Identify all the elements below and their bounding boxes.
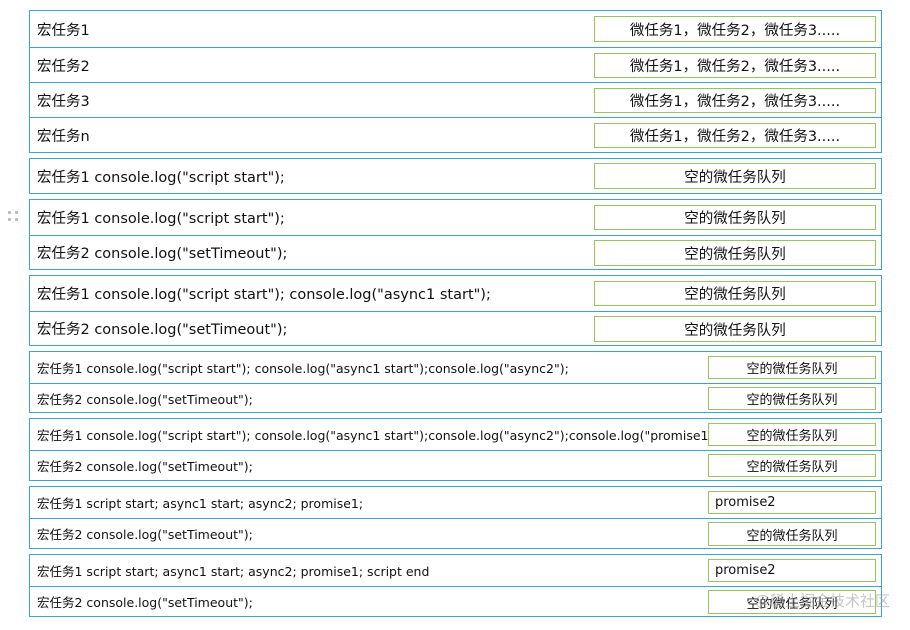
macro-task-label: 宏任务n <box>37 128 90 145</box>
macro-task-label: 宏任务1 script start; async1 start; async2;… <box>37 564 430 579</box>
watermark: @稀土掘金技术社区 <box>754 592 890 610</box>
micro-task-queue: 微任务1，微任务2，微任务3..... <box>594 16 876 42</box>
macro-task-label: 宏任务1 script start; async1 start; async2;… <box>37 496 364 511</box>
macro-task-row: 宏任务2 console.log("setTimeout"); 空的微任务队列 <box>30 586 881 616</box>
task-block-7: 宏任务1 script start; async1 start; async2;… <box>29 486 882 549</box>
micro-task-queue: 微任务1，微任务2，微任务3..... <box>594 53 876 78</box>
micro-task-queue: promise2 <box>708 559 876 582</box>
task-block-3: 宏任务1 console.log("script start"); 空的微任务队… <box>29 199 882 270</box>
macro-task-row: 宏任务1 script start; async1 start; async2;… <box>30 487 881 518</box>
task-block-6: 宏任务1 console.log("script start"); consol… <box>29 418 882 481</box>
micro-task-queue: 空的微任务队列 <box>594 240 876 266</box>
macro-task-row: 宏任务1 console.log("script start"); consol… <box>30 419 881 450</box>
macro-task-row: 宏任务1 微任务1，微任务2，微任务3..... <box>30 11 881 47</box>
macro-task-label: 宏任务1 console.log("script start"); <box>37 169 285 186</box>
micro-task-queue: 微任务1，微任务2，微任务3..... <box>594 123 876 148</box>
macro-task-row: 宏任务2 console.log("setTimeout"); 空的微任务队列 <box>30 235 881 269</box>
macro-task-row: 宏任务3 微任务1，微任务2，微任务3..... <box>30 82 881 117</box>
macro-task-row: 宏任务1 console.log("script start"); consol… <box>30 276 881 311</box>
macro-task-row: 宏任务2 console.log("setTimeout"); 空的微任务队列 <box>30 450 881 480</box>
macro-task-label: 宏任务3 <box>37 93 90 110</box>
macro-task-label: 宏任务2 console.log("setTimeout"); <box>37 246 288 262</box>
macro-task-row: 宏任务2 console.log("setTimeout"); 空的微任务队列 <box>30 311 881 345</box>
task-block-4: 宏任务1 console.log("script start"); consol… <box>29 275 882 346</box>
macro-task-label: 宏任务2 console.log("setTimeout"); <box>37 527 253 542</box>
macro-task-row: 宏任务1 console.log("script start"); consol… <box>30 352 881 383</box>
macro-task-label: 宏任务1 <box>37 22 90 39</box>
micro-task-queue: 空的微任务队列 <box>594 281 876 306</box>
macro-task-row: 宏任务2 console.log("setTimeout"); 空的微任务队列 <box>30 383 881 412</box>
macro-task-row: 宏任务1 console.log("script start"); 空的微任务队… <box>30 159 881 193</box>
macro-task-label: 宏任务1 console.log("script start"); consol… <box>37 361 569 376</box>
task-block-2: 宏任务1 console.log("script start"); 空的微任务队… <box>29 158 882 194</box>
macro-task-label: 宏任务1 console.log("script start"); <box>37 211 285 227</box>
macro-task-label: 宏任务2 <box>37 58 90 75</box>
macro-task-row: 宏任务1 console.log("script start"); 空的微任务队… <box>30 200 881 235</box>
macro-task-label: 宏任务2 console.log("setTimeout"); <box>37 322 288 338</box>
macro-task-label: 宏任务2 console.log("setTimeout"); <box>37 459 253 474</box>
micro-task-queue: 空的微任务队列 <box>594 205 876 230</box>
micro-task-queue: 空的微任务队列 <box>708 423 876 446</box>
drag-handle-icon[interactable] <box>8 211 20 223</box>
micro-task-queue: 微任务1，微任务2，微任务3..... <box>594 88 876 113</box>
task-block-5: 宏任务1 console.log("script start"); consol… <box>29 351 882 413</box>
macro-task-label: 宏任务1 console.log("script start"); consol… <box>37 428 724 443</box>
micro-task-queue: 空的微任务队列 <box>708 590 876 614</box>
task-block-8: 宏任务1 script start; async1 start; async2;… <box>29 554 882 617</box>
micro-task-queue: 空的微任务队列 <box>708 454 876 477</box>
micro-task-queue: 空的微任务队列 <box>708 356 876 379</box>
micro-task-queue: 空的微任务队列 <box>708 522 876 546</box>
micro-task-queue: 空的微任务队列 <box>594 163 876 189</box>
micro-task-queue: 空的微任务队列 <box>594 316 876 342</box>
micro-task-queue: 空的微任务队列 <box>708 387 876 410</box>
macro-task-row: 宏任务n 微任务1，微任务2，微任务3..... <box>30 117 881 152</box>
macro-task-label: 宏任务2 console.log("setTimeout"); <box>37 391 253 407</box>
macro-task-row: 宏任务2 微任务1，微任务2，微任务3..... <box>30 47 881 82</box>
macro-task-label: 宏任务1 console.log("script start"); consol… <box>37 287 491 303</box>
macro-task-row: 宏任务2 console.log("setTimeout"); 空的微任务队列 <box>30 518 881 548</box>
micro-task-queue: promise2 <box>708 491 876 514</box>
task-block-1: 宏任务1 微任务1，微任务2，微任务3..... 宏任务2 微任务1，微任务2，… <box>29 10 882 153</box>
macro-task-row: 宏任务1 script start; async1 start; async2;… <box>30 555 881 586</box>
macro-task-label: 宏任务2 console.log("setTimeout"); <box>37 595 253 610</box>
